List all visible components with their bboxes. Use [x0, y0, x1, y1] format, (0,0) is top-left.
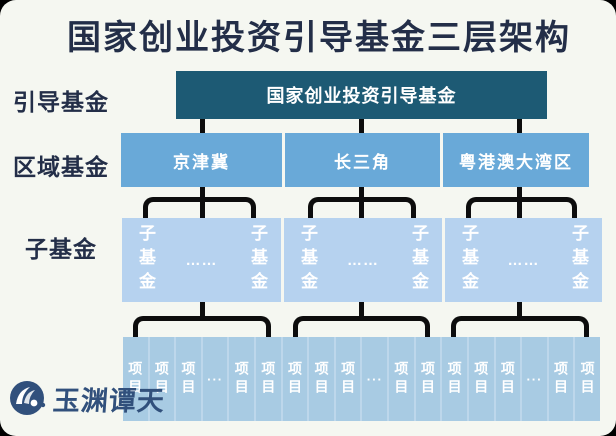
project-cell: 项目	[495, 337, 521, 421]
connector-drop	[517, 119, 522, 133]
connector-bracket	[293, 316, 430, 337]
subfund-box: 子基金 …… 子基金	[445, 218, 602, 302]
connector-drop	[517, 187, 522, 218]
guidance-fund-box: 国家创业投资引导基金	[176, 71, 547, 119]
connector-bracket	[466, 197, 577, 218]
subfund-left-label: 子基金	[136, 224, 155, 296]
tier-label-regional: 区域基金	[13, 154, 109, 180]
project-cell: 项目	[335, 337, 361, 421]
brand-wave-icon	[10, 381, 46, 415]
connector-drop	[517, 302, 522, 321]
project-cell: 项目	[309, 337, 334, 421]
brand-name: 玉渊谭天	[51, 385, 166, 417]
project-ellipsis-cell: ···	[522, 337, 547, 421]
project-band: 项目 项目 项目 ··· 项目 项目 项目 项目 项目 ··· 项目 项目 项目…	[123, 337, 600, 421]
project-cell: 项目	[442, 337, 467, 421]
tier-label-guidance: 引导基金	[13, 89, 109, 115]
connector-bracket	[308, 197, 416, 218]
project-cell: 项目	[282, 337, 308, 421]
connector-bracket	[451, 316, 589, 337]
subfund-left-label: 子基金	[298, 224, 317, 296]
connector-bracket	[143, 197, 256, 218]
project-cell: 项目	[149, 337, 175, 421]
project-cell: 项目	[229, 337, 255, 421]
subfund-right-label: 子基金	[409, 224, 428, 296]
project-cell: 项目	[468, 337, 494, 421]
connector-drop	[200, 187, 205, 218]
guidance-fund-label: 国家创业投资引导基金	[266, 86, 457, 106]
regional-fund-box: 粤港澳大湾区	[443, 133, 589, 187]
subfund-box: 子基金 …… 子基金	[284, 218, 442, 302]
subfund-ellipsis: ……	[185, 251, 218, 269]
project-cell: 项目	[389, 337, 414, 421]
regional-fund-box: 长三角	[285, 133, 440, 187]
project-cell: 项目	[575, 337, 600, 421]
subfund-ellipsis: ……	[347, 251, 379, 269]
project-cell: 项目	[548, 337, 574, 421]
regional-fund-label: 京津冀	[173, 152, 230, 172]
subfund-box: 子基金 …… 子基金	[122, 218, 281, 302]
project-cell: 项目	[415, 337, 441, 421]
project-ellipsis-cell: ···	[202, 337, 228, 421]
regional-fund-box: 京津冀	[121, 133, 282, 187]
project-ellipsis-cell: ···	[362, 337, 388, 421]
connector-drop	[359, 302, 364, 321]
subfund-right-label: 子基金	[569, 224, 588, 296]
connector-drop	[200, 119, 205, 133]
regional-fund-label: 粤港澳大湾区	[459, 152, 573, 172]
subfund-right-label: 子基金	[248, 224, 267, 296]
connector-drop	[359, 119, 364, 133]
tier-label-subfund: 子基金	[25, 236, 97, 262]
regional-fund-label: 长三角	[334, 152, 391, 172]
subfund-left-label: 子基金	[459, 224, 478, 296]
project-cell: 项目	[176, 337, 201, 421]
subfund-ellipsis: ……	[507, 251, 540, 269]
watermark: 玉渊谭天	[8, 378, 166, 418]
connector-bracket	[133, 316, 271, 337]
project-cell: 项目	[256, 337, 281, 421]
project-cell: 项目	[123, 337, 148, 421]
connector-drop	[359, 187, 364, 218]
connector-drop	[200, 302, 205, 321]
page-title: 国家创业投资引导基金三层架构	[67, 19, 571, 57]
